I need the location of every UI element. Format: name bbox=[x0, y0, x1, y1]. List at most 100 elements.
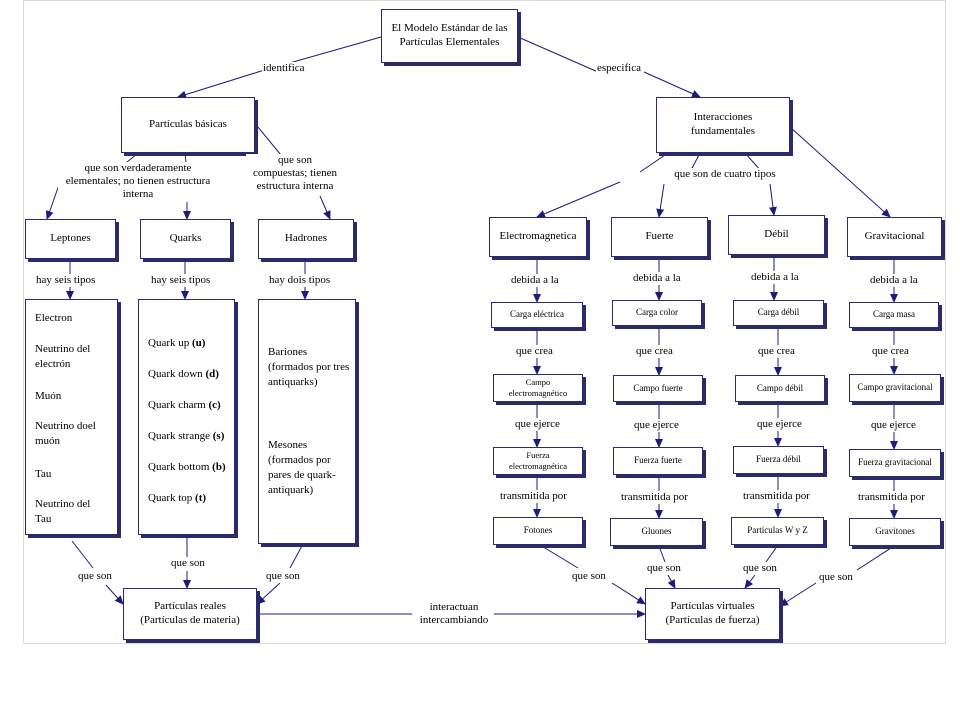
connector-line bbox=[639, 152, 669, 173]
quark-name: Quark down bbox=[148, 368, 203, 380]
node-fuerza-debil: Fuerza débil bbox=[733, 446, 824, 474]
node-fuerza-electromagnetica: Fuerza electromagnética bbox=[493, 447, 583, 475]
node-fuerza-gravitacional: Fuerza gravitacional bbox=[849, 449, 941, 477]
list-quarks: Quark up (u) Quark down (d) Quark charm … bbox=[138, 299, 235, 535]
link-label-crea: que crea bbox=[871, 345, 910, 359]
connector-line bbox=[643, 71, 701, 98]
node-electromagnetica: Electromagnetica bbox=[489, 217, 587, 257]
link-label-interactuan: interactuan intercambiando bbox=[414, 601, 494, 628]
link-label-compuestas: que son compuestas; tienen estructura in… bbox=[246, 154, 344, 194]
title-node: El Modelo Estándar de las Partículas Ele… bbox=[381, 9, 518, 63]
node-campo-fuerte: Campo fuerte bbox=[613, 375, 703, 402]
quark-name: Quark up bbox=[148, 337, 190, 349]
quark-name: Quark charm bbox=[148, 399, 206, 411]
quark-symbol: (s) bbox=[212, 430, 225, 442]
node-label: Carga débil bbox=[757, 307, 800, 318]
link-label-debida: debida a la bbox=[510, 274, 560, 288]
node-label: Partículas reales (Partículas de materia… bbox=[140, 600, 240, 626]
node-quarks: Quarks bbox=[140, 219, 231, 259]
link-label-cuatro-tipos: que son de cuatro tipos bbox=[668, 168, 782, 182]
link-label-identifica: identifica bbox=[262, 62, 306, 76]
node-campo-gravitacional: Campo gravitacional bbox=[849, 374, 941, 402]
node-particulas-virtuales: Partículas virtuales (Partículas de fuer… bbox=[645, 588, 780, 640]
connector-line bbox=[744, 574, 756, 589]
link-label-seis-tipos: hay seis tipos bbox=[35, 274, 97, 288]
link-label-ejerce: que ejerce bbox=[633, 419, 680, 433]
node-leptones: Leptones bbox=[25, 219, 116, 259]
node-label: Carga color bbox=[635, 307, 679, 318]
node-label: Partículas básicas bbox=[149, 118, 227, 131]
node-label: Campo electromagnético bbox=[508, 377, 568, 398]
list-item: Muón bbox=[35, 390, 62, 402]
link-label-crea: que crea bbox=[757, 345, 796, 359]
link-label-ejerce: que ejerce bbox=[756, 418, 803, 432]
node-label: Débil bbox=[764, 228, 789, 241]
connector-line bbox=[611, 582, 646, 605]
list-item: Quark bottom (b) bbox=[148, 460, 226, 475]
node-label: Fuerte bbox=[645, 230, 674, 243]
link-label-que-son: que son bbox=[818, 571, 854, 585]
quark-name: Quark bottom bbox=[148, 461, 210, 473]
connector-line bbox=[177, 71, 259, 99]
list-item: Bariones (formados por tres antiquarks) bbox=[268, 346, 350, 388]
quark-symbol: (c) bbox=[208, 399, 221, 411]
node-debil: Débil bbox=[728, 215, 825, 255]
connector-line bbox=[656, 183, 665, 218]
quark-symbol: (d) bbox=[205, 368, 219, 380]
quark-name: Quark strange bbox=[148, 430, 211, 442]
node-gluones: Gluones bbox=[610, 518, 703, 546]
diagram-frame bbox=[23, 0, 946, 644]
node-carga-debil: Carga débil bbox=[733, 300, 824, 326]
node-label: Hadrones bbox=[284, 232, 328, 245]
link-label-que-son: que son bbox=[646, 562, 682, 576]
connector-line bbox=[769, 183, 777, 216]
node-carga-masa: Carga masa bbox=[849, 302, 939, 328]
link-label-ejerce: que ejerce bbox=[870, 419, 917, 433]
link-label-que-son: que son bbox=[77, 570, 113, 584]
connector-line bbox=[71, 540, 94, 569]
connector-line bbox=[539, 544, 579, 569]
node-label: Fuerza gravitacional bbox=[858, 457, 932, 468]
node-label: Campo débil bbox=[756, 382, 804, 393]
list-hadrones: Bariones (formados por tres antiquarks) … bbox=[258, 299, 356, 544]
connector-line bbox=[289, 543, 304, 569]
node-fotones: Fotones bbox=[493, 517, 583, 545]
node-hadrones: Hadrones bbox=[258, 219, 354, 259]
link-label-que-son: que son bbox=[265, 570, 301, 584]
node-carga-color: Carga color bbox=[612, 300, 702, 326]
connector-line bbox=[765, 544, 779, 563]
link-label-transmitida: transmitida por bbox=[857, 491, 926, 505]
node-interacciones-fundamentales: Interacciones fundamentales bbox=[656, 97, 790, 153]
connector-line bbox=[658, 545, 666, 563]
list-item: Neutrino del electrón bbox=[35, 343, 91, 370]
link-label-seis-tipos: hay seis tipos bbox=[150, 274, 212, 288]
node-label: Carga eléctrica bbox=[509, 309, 565, 320]
connector-line bbox=[856, 545, 895, 571]
quark-symbol: (b) bbox=[212, 461, 226, 473]
node-label: Fuerza electromagnética bbox=[508, 450, 568, 471]
node-label: Fotones bbox=[523, 525, 553, 536]
link-label-debida: debida a la bbox=[750, 271, 800, 285]
title-text: El Modelo Estándar de las Partículas Ele… bbox=[391, 22, 508, 48]
node-label: Fuerza débil bbox=[756, 454, 801, 465]
link-label-debida: debida a la bbox=[632, 272, 682, 286]
node-label: Leptones bbox=[50, 232, 91, 245]
node-label: Partículas W y Z bbox=[747, 525, 808, 536]
connector-line bbox=[536, 181, 621, 218]
list-item: Electron bbox=[35, 312, 73, 324]
link-label-que-son: que son bbox=[571, 570, 607, 584]
link-label-crea: que crea bbox=[635, 345, 674, 359]
connector-line bbox=[667, 574, 676, 589]
quark-symbol: (u) bbox=[192, 337, 206, 349]
link-label-que-son: que son bbox=[170, 557, 206, 571]
list-leptones: Electron Neutrino del electrón Muón Neut… bbox=[25, 299, 118, 535]
connector-line bbox=[105, 584, 124, 605]
connector-line bbox=[789, 126, 891, 218]
node-carga-electrica: Carga eléctrica bbox=[491, 302, 583, 328]
node-gravitacional: Gravitacional bbox=[847, 217, 942, 257]
list-item: Tau bbox=[35, 468, 52, 480]
node-fuerte: Fuerte bbox=[611, 217, 708, 257]
link-label-transmitida: transmitida por bbox=[499, 490, 568, 504]
list-item: Quark up (u) bbox=[148, 336, 205, 351]
